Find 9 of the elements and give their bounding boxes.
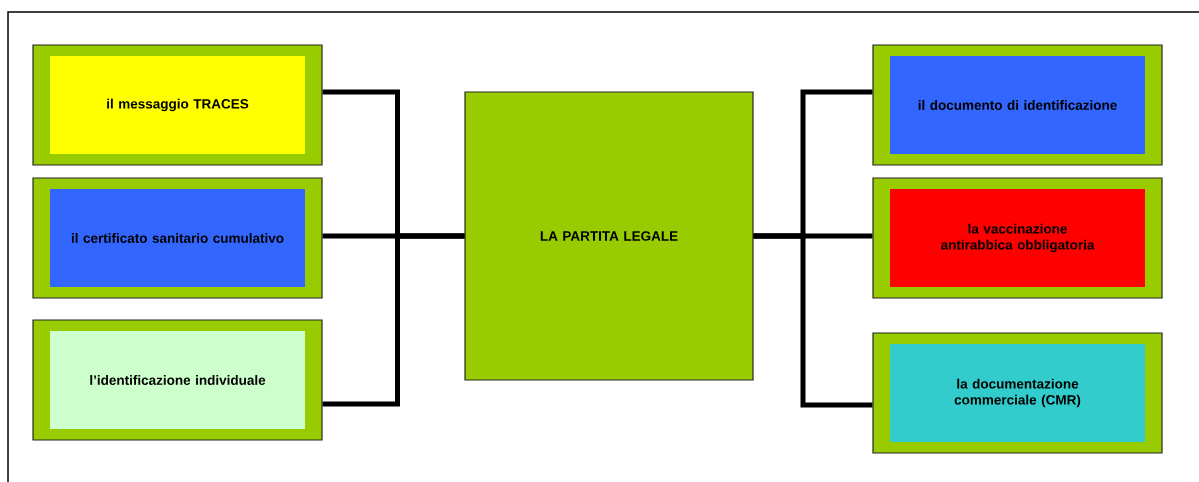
process-box: il documento di identificazione [872,44,1163,166]
central-box: LA PARTITA LEGALE [464,91,754,381]
connector-line [753,233,873,408]
process-box: la documentazione commerciale (CMR) [872,332,1163,454]
process-box: l’identificazione individuale [32,319,323,441]
process-box: il certificato sanitario cumulativo [32,177,323,299]
process-box: la vaccinazione antirabbica obbligatoria [872,177,1163,299]
connector-line [322,233,465,407]
process-box: il messaggio TRACES [32,44,323,166]
